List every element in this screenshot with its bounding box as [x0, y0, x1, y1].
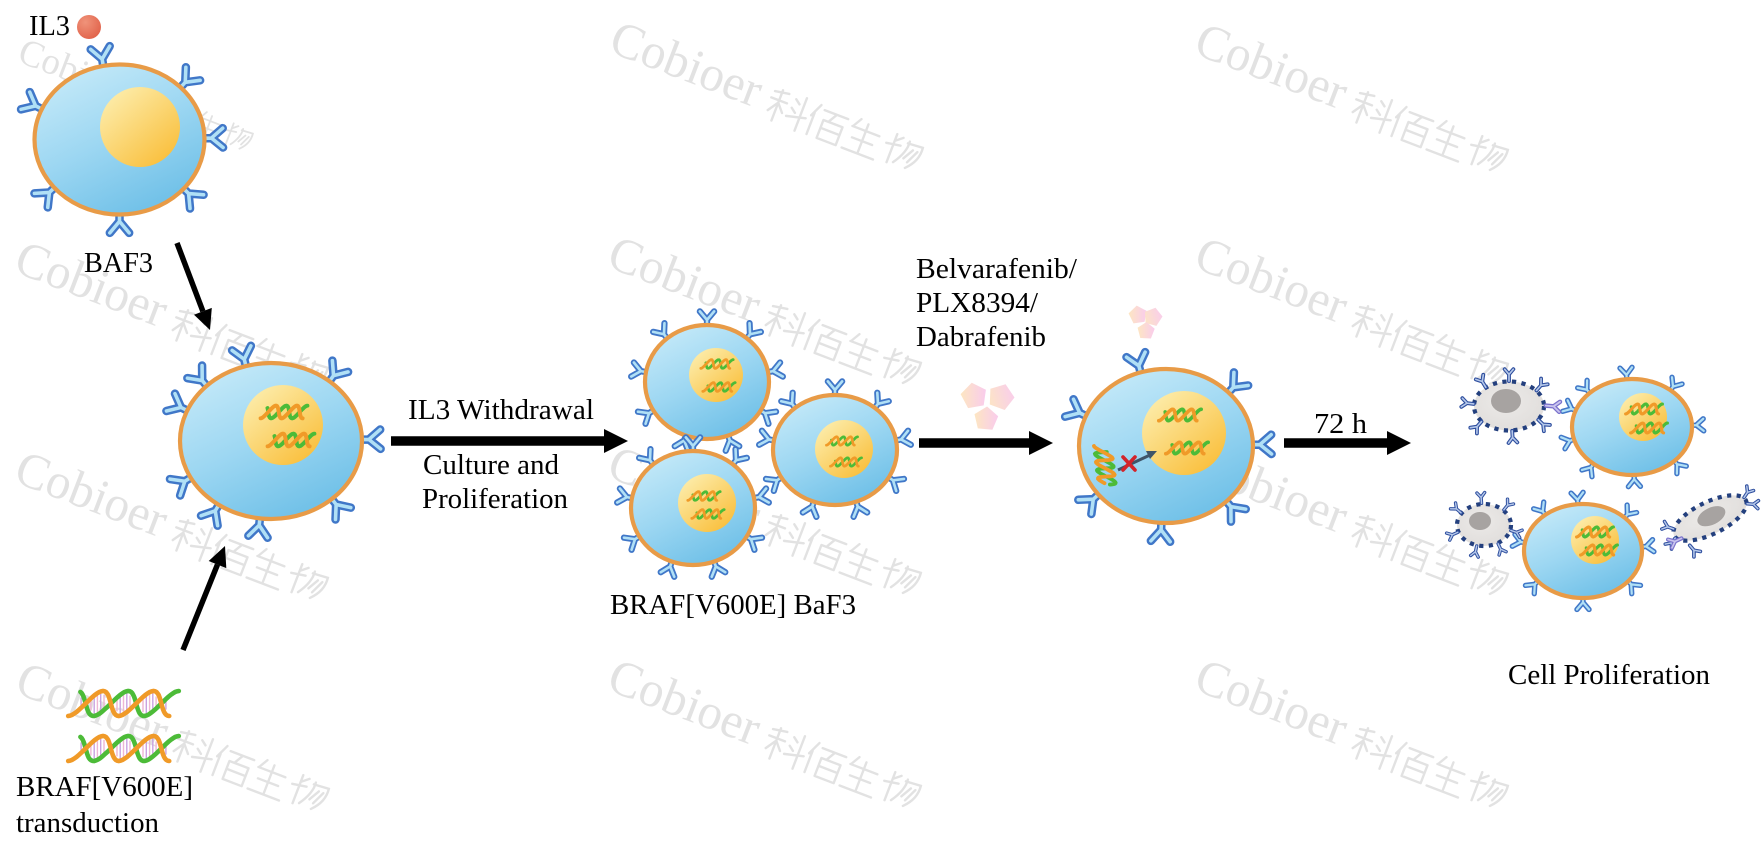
svg-text:BRAF[V600E] BaF3: BRAF[V600E] BaF3 — [610, 589, 856, 621]
svg-text:PLX8394/: PLX8394/ — [916, 287, 1039, 319]
svg-text:Culture and: Culture and — [423, 449, 559, 481]
svg-text:Belvarafenib/: Belvarafenib/ — [916, 253, 1078, 285]
svg-text:72 h: 72 h — [1314, 408, 1368, 440]
svg-text:IL3 Withdrawal: IL3 Withdrawal — [408, 394, 594, 426]
svg-text:Cell Proliferation: Cell Proliferation — [1508, 659, 1710, 691]
svg-text:Proliferation: Proliferation — [422, 483, 568, 515]
svg-text:transduction: transduction — [16, 807, 159, 839]
svg-text:BAF3: BAF3 — [84, 247, 153, 279]
svg-text:BRAF[V600E]: BRAF[V600E] — [16, 771, 193, 803]
svg-text:Dabrafenib: Dabrafenib — [916, 321, 1046, 353]
svg-text:IL3: IL3 — [29, 10, 70, 42]
